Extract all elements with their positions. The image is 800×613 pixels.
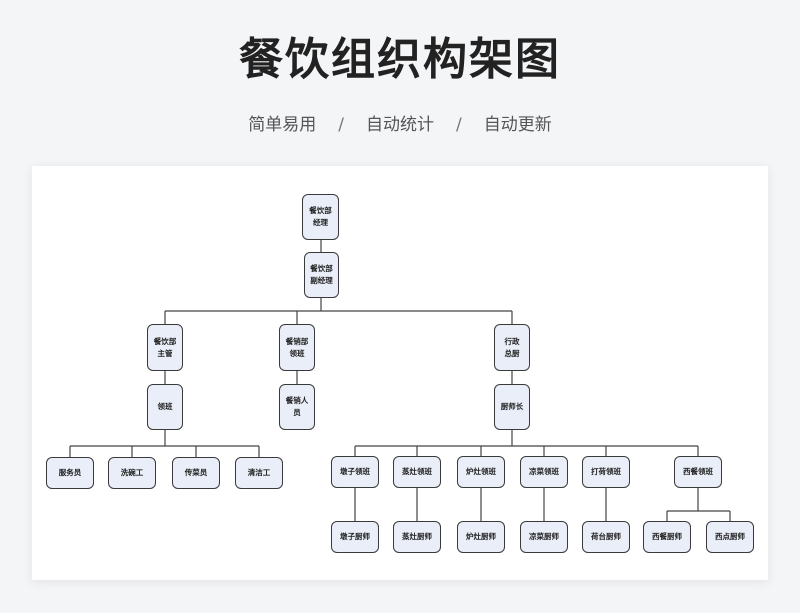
page-title: 餐饮组织构架图 xyxy=(239,34,561,85)
tagline-auto-stats: 自动统计 xyxy=(366,115,434,135)
node-food-runner[interactable]: 传菜员 xyxy=(172,457,220,489)
node-head-chef[interactable]: 厨师长 xyxy=(494,384,530,430)
node-kitchen-lead[interactable]: 墩子领班 xyxy=(331,456,379,488)
node-dept-manager[interactable]: 餐饮部 经理 xyxy=(302,194,339,240)
node-kitchen-lead[interactable]: 蒸灶领班 xyxy=(393,456,441,488)
tagline: 简单易用 / 自动统计 / 自动更新 xyxy=(0,112,800,138)
node-supervisor[interactable]: 餐饮部 主管 xyxy=(147,324,183,371)
tagline-separator: / xyxy=(456,115,462,135)
node-western-staff[interactable]: 西餐厨师 xyxy=(643,521,691,553)
node-kitchen-staff[interactable]: 凉菜厨师 xyxy=(520,521,568,553)
node-cleaner[interactable]: 清洁工 xyxy=(235,457,283,489)
node-kitchen-staff[interactable]: 蒸灶厨师 xyxy=(393,521,441,553)
node-sales-staff[interactable]: 餐销人 员 xyxy=(279,384,315,430)
node-deputy-manager[interactable]: 餐饮部 副经理 xyxy=(304,252,339,298)
tagline-easy: 简单易用 xyxy=(248,115,317,135)
node-kitchen-lead[interactable]: 炉灶领班 xyxy=(457,456,505,488)
node-kitchen-lead[interactable]: 凉菜领班 xyxy=(520,456,568,488)
node-team-lead[interactable]: 领班 xyxy=(147,384,183,430)
node-sales-lead[interactable]: 餐销部 领班 xyxy=(279,324,315,371)
node-kitchen-lead[interactable]: 打荷领班 xyxy=(582,456,630,488)
node-kitchen-staff[interactable]: 炉灶厨师 xyxy=(457,521,505,553)
node-kitchen-staff[interactable]: 荷台厨师 xyxy=(582,521,630,553)
node-western-staff[interactable]: 西点厨师 xyxy=(706,521,754,553)
node-kitchen-lead[interactable]: 西餐领班 xyxy=(674,456,722,488)
tagline-auto-update: 自动更新 xyxy=(483,115,552,135)
node-dishwasher[interactable]: 洗碗工 xyxy=(108,457,156,489)
node-exec-chef[interactable]: 行政 总厨 xyxy=(494,324,530,371)
node-kitchen-staff[interactable]: 墩子厨师 xyxy=(331,521,379,553)
node-waiter[interactable]: 服务员 xyxy=(46,457,94,489)
org-chart-card xyxy=(32,166,768,580)
tagline-separator: / xyxy=(338,115,344,135)
